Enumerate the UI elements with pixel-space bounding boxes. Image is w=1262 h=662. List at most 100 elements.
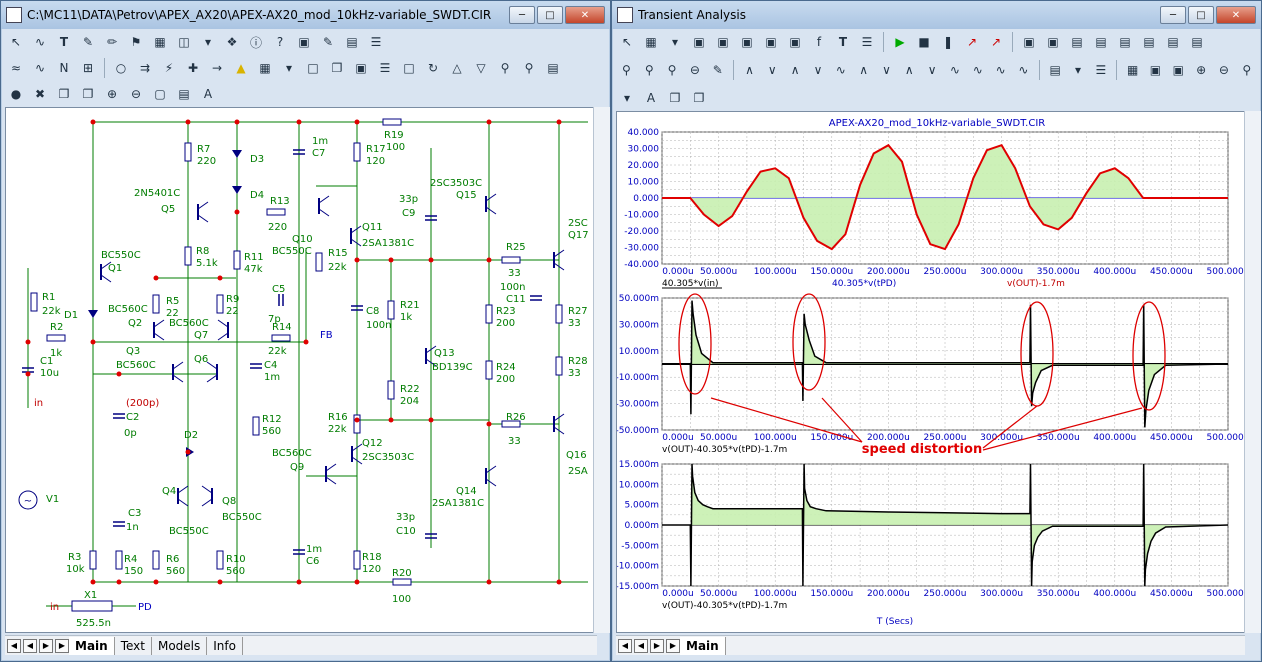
bottom-icon[interactable]: ∨ [927, 63, 937, 77]
fit-icon[interactable]: ▣ [355, 61, 367, 75]
analysis-text-icon[interactable]: T [838, 35, 848, 49]
rotate-icon[interactable]: ↻ [427, 61, 439, 75]
attribute-text-icon[interactable]: ∿ [34, 61, 46, 75]
zoom-fit-icon[interactable]: ▢ [154, 87, 166, 101]
analysis-prev-page-icon[interactable]: ◀ [634, 638, 648, 653]
tab-models[interactable]: Models [152, 636, 208, 655]
page-icon[interactable]: □ [307, 61, 319, 75]
first-page-icon[interactable]: ◀ [7, 638, 21, 653]
peak-icon[interactable]: ∧ [745, 63, 754, 77]
copy-page-icon[interactable]: ❐ [331, 61, 343, 75]
slope-cursor-icon[interactable]: ∿ [949, 63, 960, 77]
analysis-copy-icon[interactable]: ❐ [669, 91, 681, 105]
analysis-first-page-icon[interactable]: ◀ [618, 638, 632, 653]
analysis-dropdown-icon[interactable]: ▾ [671, 35, 679, 49]
top-icon[interactable]: ∧ [904, 63, 914, 77]
run-icon[interactable]: ▶ [895, 35, 905, 49]
analysis-next-page-icon[interactable]: ▶ [650, 638, 664, 653]
analysis-titlebar[interactable]: Transient Analysis ─ □ ✕ [612, 1, 1261, 29]
find-next-icon[interactable]: ⚲ [524, 61, 534, 75]
cursor-mode-icon[interactable]: ✎ [712, 63, 723, 77]
text-icon[interactable]: T [59, 35, 69, 49]
analysis-last-page-icon[interactable]: ▶ [666, 638, 680, 653]
analysis-zoom-in-icon[interactable]: ⊕ [1196, 63, 1207, 77]
global-high-icon[interactable]: ∧ [859, 63, 869, 77]
stop-run-icon[interactable]: ■ [918, 35, 930, 49]
list-icon[interactable]: ☰ [1095, 63, 1107, 77]
horizontal-axis-icon[interactable]: ▤ [1167, 35, 1179, 49]
minor-grid-icon[interactable]: ▤ [1095, 35, 1107, 49]
prev-page-icon[interactable]: ◀ [23, 638, 37, 653]
flip-icon[interactable]: ▽ [476, 61, 486, 75]
tab-info[interactable]: Info [207, 636, 243, 655]
help-icon[interactable]: ? [276, 35, 284, 49]
pause-icon[interactable]: ❚ [942, 35, 954, 49]
grid-text-icon[interactable]: ⊞ [82, 61, 94, 75]
lightning-icon[interactable]: ⚡ [164, 61, 174, 75]
scale-5-icon[interactable]: ▣ [789, 35, 801, 49]
box-select-icon[interactable]: □ [403, 61, 415, 75]
fit-plot-icon[interactable]: ▣ [1149, 63, 1162, 77]
analysis-minimize-button[interactable]: ─ [1160, 6, 1186, 24]
analysis-tab-main[interactable]: Main [680, 636, 726, 655]
grid-dropdown-icon[interactable]: ▾ [285, 61, 293, 75]
zoom-in-icon[interactable]: ⊕ [106, 87, 118, 101]
slope-icon[interactable]: ↗ [966, 35, 978, 49]
vertical-axis-icon[interactable]: ▤ [1191, 35, 1203, 49]
analysis-vertical-scrollbar[interactable] [1244, 111, 1261, 633]
analysis-zoom-icon[interactable]: ⚲ [1242, 63, 1252, 77]
schematic-vertical-scrollbar[interactable] [593, 107, 610, 633]
bold-grid-icon[interactable]: ▤ [1119, 35, 1131, 49]
back-icon[interactable]: ● [10, 87, 22, 101]
probe-icon[interactable]: ❖ [226, 35, 238, 49]
bus-icon[interactable]: ⇉ [139, 61, 151, 75]
minimize-button[interactable]: ─ [509, 6, 535, 24]
mirror-icon[interactable]: △ [452, 61, 462, 75]
maximize-button[interactable]: □ [537, 6, 563, 24]
schematic-titlebar[interactable]: C:\MC11\DATA\Petrov\APEX_AX20\APEX-AX20_… [1, 1, 610, 29]
cursor-3-icon[interactable]: ∿ [1018, 63, 1029, 77]
brush-icon[interactable]: ✏ [106, 35, 118, 49]
zoom-region-icon[interactable]: ⚲ [622, 63, 631, 77]
paste-icon[interactable]: ❐ [82, 87, 94, 101]
window-icon[interactable]: ▦ [154, 35, 166, 49]
edit-icon[interactable]: ✎ [322, 35, 334, 49]
zoom-out-icon[interactable]: ⊖ [130, 87, 142, 101]
scale-icon[interactable]: ▣ [693, 35, 705, 49]
tokens-icon[interactable]: ▣ [1047, 35, 1059, 49]
table-icon[interactable]: ▤ [346, 35, 358, 49]
zoom-region-3-icon[interactable]: ⚲ [667, 63, 677, 77]
ruler-icon[interactable]: ▤ [1143, 35, 1155, 49]
grid-icon[interactable]: ▦ [259, 61, 271, 75]
component-icon[interactable]: ◫ [178, 35, 190, 49]
analysis-maximize-button[interactable]: □ [1188, 6, 1214, 24]
fit-plot-2-icon[interactable]: ▣ [1172, 63, 1184, 77]
junction-icon[interactable]: ✚ [187, 61, 199, 75]
scale-2-icon[interactable]: ▣ [717, 35, 729, 49]
info-icon[interactable]: ⓘ [249, 35, 262, 50]
tab-main[interactable]: Main [69, 636, 115, 655]
analysis-zoom-out-icon[interactable]: ⊖ [1218, 63, 1229, 77]
analysis-window-icon[interactable]: ▦ [645, 35, 657, 49]
data-points-icon[interactable]: ▣ [1023, 35, 1035, 49]
analysis-paste-icon[interactable]: ❐ [693, 91, 705, 105]
find-icon[interactable]: ⚲ [500, 61, 510, 75]
low-icon[interactable]: ∨ [813, 63, 823, 77]
global-low-icon[interactable]: ∨ [882, 63, 891, 77]
pin-connection-icon[interactable]: ○ [115, 61, 127, 75]
panning-icon[interactable]: ⊖ [689, 63, 700, 77]
cursor-icon[interactable]: ∿ [972, 63, 983, 77]
analysis-close-button[interactable]: ✕ [1216, 6, 1256, 24]
wire-icon[interactable]: ∿ [34, 35, 46, 49]
close-button[interactable]: ✕ [565, 6, 605, 24]
clipboard-icon[interactable]: ▤ [178, 87, 190, 101]
pencil-icon[interactable]: ✎ [82, 35, 94, 49]
valley-icon[interactable]: ∨ [767, 63, 777, 77]
arrow-icon[interactable]: → [211, 61, 223, 75]
scale-4-icon[interactable]: ▣ [765, 35, 777, 49]
select-mode-icon[interactable]: ↖ [10, 35, 22, 49]
node-names-icon[interactable]: N [59, 61, 69, 75]
function-icon[interactable]: f [816, 35, 822, 49]
